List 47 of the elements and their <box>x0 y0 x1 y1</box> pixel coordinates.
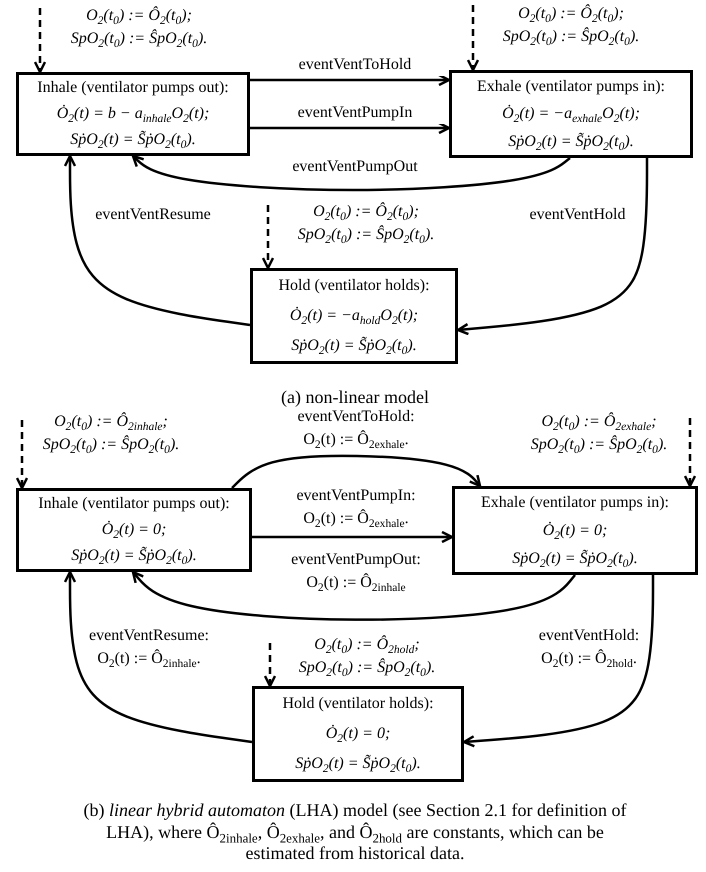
state-equation: SṗO$_{2}$(t) = S̃ṗO$_{2}$(t$_{0}$). <box>508 132 634 151</box>
transition-arrow <box>250 74 450 86</box>
state-title: Exhale (ventilator pumps in): <box>477 77 665 96</box>
figure-caption: (b) linear hybrid automaton (LHA) model (see Section 2.1 for definition of LHA), where Ô$_{2inhale}$, Ô$_{2exhale}$, and Ô$_{2hold}$ are constants, which can be estimated from historical data. <box>82 800 628 865</box>
initial-arrow <box>264 643 276 688</box>
transition-arrow <box>252 530 454 544</box>
transition-arrow <box>231 454 482 489</box>
state-equation: Ȯ$_{2}$(t) = −a$_{hold}$O$_{2}$(t); <box>290 306 418 326</box>
initial-condition: O$_{2}$(t$_{0}$) := Ô$_{2}$(t$_{0}$); SpO$_{2}$(t$_{0}$) := ŜpO$_{2}$(t$_{0}$). <box>296 201 436 246</box>
transition-arrow <box>132 570 576 621</box>
initial-arrow <box>262 205 274 270</box>
transition-arrow <box>462 575 654 748</box>
initial-arrow <box>34 8 46 74</box>
initial-condition: O$_{2}$(t$_{0}$) := Ô$_{2hold}$; SpO$_{2}$(t$_{0}$) := ŜpO$_{2}$(t$_{0}$). <box>298 634 436 680</box>
initial-condition: O$_{2}$(t$_{0}$) := Ô$_{2}$(t$_{0}$); SpO$_{2}$(t$_{0}$) := ŜpO$_{2}$(t$_{0}$). <box>70 5 208 50</box>
transition-arrow <box>64 570 252 744</box>
state-box <box>449 70 693 158</box>
initial-condition: O$_{2}$(t$_{0}$) := Ô$_{2exhale}$; SpO$_{2}$(t$_{0}$) := ŜpO$_{2}$(t$_{0}$). <box>530 411 668 456</box>
state-box <box>16 488 252 572</box>
state-equation: Ȯ$_{2}$(t) = −a$_{exhale}$O$_{2}$(t); <box>502 104 640 124</box>
transition-arrow <box>64 154 250 326</box>
state-equation: SṗO$_{2}$(t) = S̃ṗO$_{2}$(t$_{0}$). <box>295 754 421 774</box>
initial-arrow <box>466 5 480 72</box>
state-equation: SṗO$_{2}$(t) = S̃ṗO$_{2}$(t$_{0}$). <box>512 548 638 568</box>
state-title: Inhale (ventilator pumps out): <box>38 494 230 514</box>
transition-arrow <box>132 154 571 192</box>
state-equation: Ȯ$_{2}$(t) = 0; <box>326 724 390 744</box>
initial-arrow <box>684 418 696 488</box>
initial-condition: O$_{2}$(t$_{0}$) := Ô$_{2inhale}$; SpO$_{2}$(t$_{0}$) := ŜpO$_{2}$(t$_{0}$). <box>42 411 180 456</box>
state-equation: SṗO$_{2}$(t) = S̃ṗO$_{2}$(t$_{0}$). <box>291 336 417 356</box>
state-equation: SṗO$_{2}$(t) = S̃ṗO$_{2}$(t$_{0}$). <box>71 546 197 566</box>
transition-arrow <box>456 158 648 336</box>
state-box <box>16 72 250 156</box>
state-equation: Ȯ$_{2}$(t) = b − a$_{inhale}$O$_{2}$(t); <box>56 104 210 124</box>
state-box <box>252 686 464 782</box>
state-title: Exhale (ventilator pumps in): <box>481 493 669 512</box>
state-equation: SṗO$_{2}$(t) = S̃ṗO$_{2}$(t$_{0}$). <box>70 130 196 150</box>
state-box <box>452 486 698 575</box>
initial-condition: O$_{2}$(t$_{0}$) := Ô$_{2}$(t$_{0}$); SpO$_{2}$(t$_{0}$) := ŜpO$_{2}$(t$_{0}$). <box>502 3 640 48</box>
state-box <box>250 268 458 364</box>
state-equation: Ȯ$_{2}$(t) = 0; <box>102 520 166 540</box>
transition-arrow <box>250 122 450 134</box>
initial-arrow <box>16 420 28 490</box>
state-equation: Ȯ$_{2}$(t) = 0; <box>542 520 608 540</box>
state-title: Hold (ventilator holds): <box>282 694 434 714</box>
state-title: Inhale (ventilator pumps out): <box>37 78 229 98</box>
state-title: Hold (ventilator holds): <box>278 276 430 296</box>
